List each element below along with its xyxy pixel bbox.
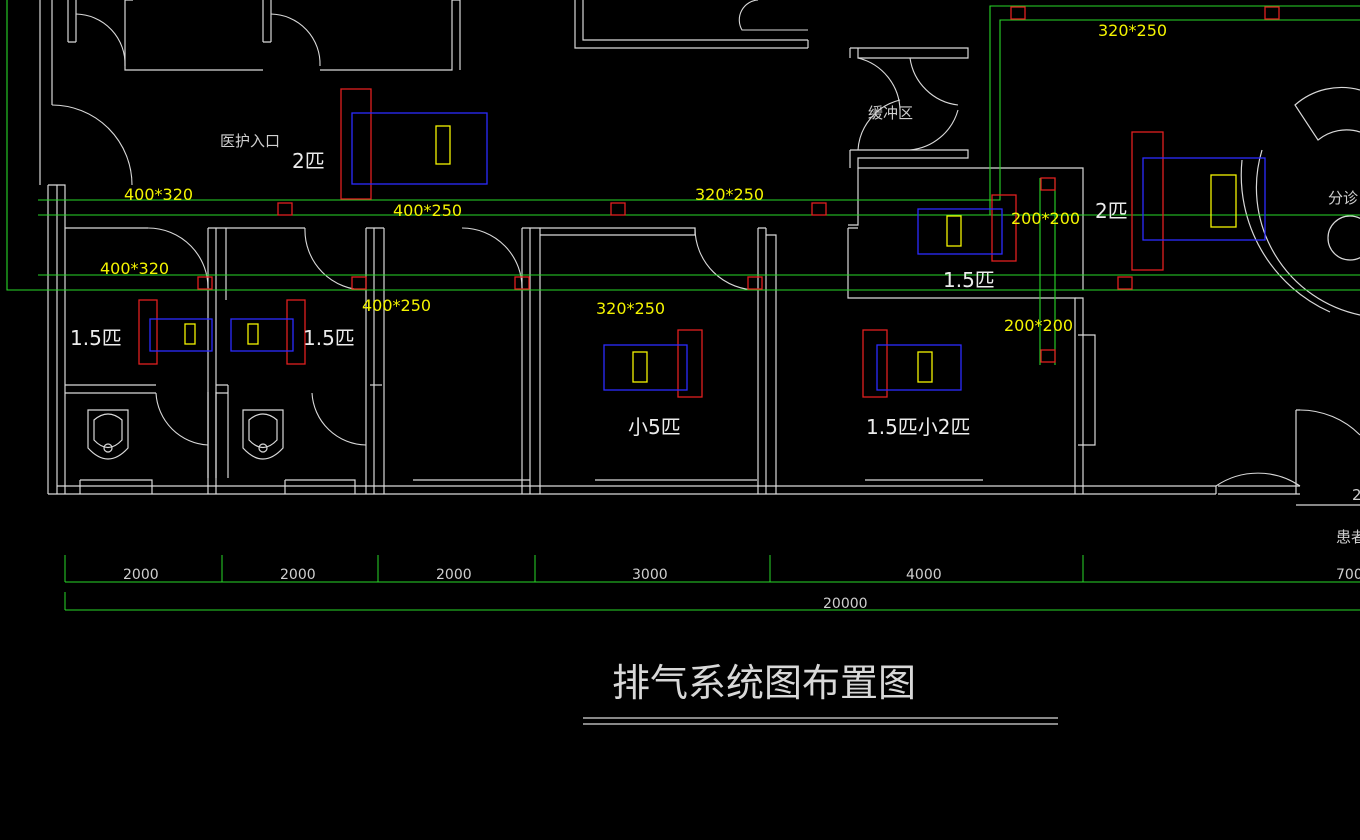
duct-size-label: 320*250 bbox=[695, 185, 764, 204]
ac-unit bbox=[138, 299, 213, 365]
dimension-value: 700 bbox=[1336, 567, 1360, 583]
door-swings bbox=[51, 0, 1360, 487]
duct-size-label: 400*320 bbox=[124, 185, 193, 204]
ac-capacity-label: 1.5匹 bbox=[303, 326, 355, 350]
medical-entrance-label: 医护入口 bbox=[220, 132, 280, 150]
triage-label: 分诊 bbox=[1328, 189, 1358, 207]
edge-dimension-label: 2 bbox=[1352, 486, 1360, 504]
duct-size-label: 200*200 bbox=[1004, 316, 1073, 335]
dimension-lines bbox=[64, 555, 1360, 611]
ac-capacity-label: 1.5匹 bbox=[943, 268, 995, 292]
text-labels: 医护入口 缓冲区 分诊 患者 2 400*320 400*320 400*250… bbox=[70, 21, 1360, 705]
dimension-value: 2000 bbox=[436, 567, 472, 583]
ac-unit bbox=[340, 88, 488, 200]
ac-unit bbox=[1131, 131, 1266, 271]
ac-units bbox=[138, 88, 1266, 398]
ac-capacity-label: 1.5匹小2匹 bbox=[866, 415, 971, 439]
duct-size-label: 320*250 bbox=[1098, 21, 1167, 40]
duct-size-label: 400*250 bbox=[362, 296, 431, 315]
toilet-icon bbox=[242, 409, 284, 460]
dimension-value: 3000 bbox=[632, 567, 668, 583]
ac-capacity-label: 2匹 bbox=[292, 149, 325, 173]
dimension-value: 2000 bbox=[280, 567, 316, 583]
exhaust-vents bbox=[197, 6, 1280, 363]
ducts bbox=[6, 0, 1360, 365]
dimension-total: 20000 bbox=[823, 596, 868, 612]
dimension-value: 2000 bbox=[123, 567, 159, 583]
title-underline bbox=[583, 717, 1058, 725]
buffer-zone-label: 缓冲区 bbox=[868, 104, 913, 122]
duct-size-label: 400*320 bbox=[100, 259, 169, 278]
ac-capacity-label: 小5匹 bbox=[628, 415, 681, 439]
duct-size-label: 200*200 bbox=[1011, 209, 1080, 228]
toilet-icon bbox=[87, 409, 129, 460]
ac-capacity-label: 1.5匹 bbox=[70, 326, 122, 350]
ac-unit bbox=[862, 329, 962, 398]
dimension-value: 4000 bbox=[906, 567, 942, 583]
duct-size-label: 400*250 bbox=[393, 201, 462, 220]
ac-capacity-label: 2匹 bbox=[1095, 199, 1128, 223]
ac-unit bbox=[230, 299, 306, 365]
toilet-icons bbox=[87, 409, 284, 460]
drawing-title: 排气系统图布置图 bbox=[612, 661, 916, 705]
ac-unit bbox=[603, 329, 703, 398]
patient-label: 患者 bbox=[1336, 528, 1360, 546]
duct-size-label: 320*250 bbox=[596, 299, 665, 318]
ac-unit bbox=[917, 194, 1017, 262]
